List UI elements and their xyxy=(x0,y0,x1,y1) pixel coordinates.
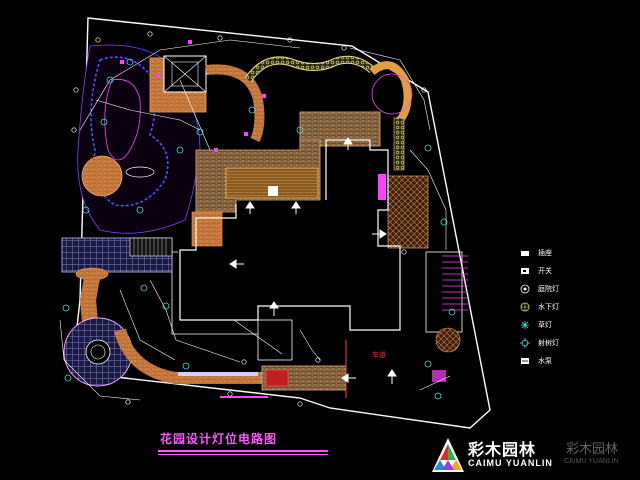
brand-name-en: CAIMU YUANLIN xyxy=(468,458,553,468)
lamp xyxy=(64,374,72,382)
socket-icon xyxy=(518,248,532,258)
lamp xyxy=(296,126,304,134)
legend: 插座 开关 庭院灯 水下灯 草灯 射树灯 水泵 xyxy=(518,246,588,372)
pergola xyxy=(369,61,412,123)
yard-lamp-icon xyxy=(518,284,532,294)
underwater-lamp-icon xyxy=(518,302,532,312)
lamp xyxy=(162,302,170,310)
brand-name-cn: 彩木园林 xyxy=(468,440,537,459)
legend-item-pump: 水泵 xyxy=(518,354,588,368)
entry-red xyxy=(265,369,289,387)
magenta-strip xyxy=(378,174,386,200)
lamp xyxy=(136,206,144,214)
round-plaza xyxy=(81,155,123,197)
magenta-baseline xyxy=(220,396,268,398)
lamp-markers xyxy=(62,58,456,400)
brand-mark-icon xyxy=(432,438,464,472)
legend-item-spotlight: 射树灯 xyxy=(518,336,588,350)
lamp xyxy=(182,362,190,370)
ne-path xyxy=(393,117,405,171)
white-posts xyxy=(71,31,427,407)
ne-circle-plaza xyxy=(371,73,413,115)
lamp xyxy=(448,308,456,316)
title-underline-thin xyxy=(158,454,328,455)
lamp xyxy=(106,76,114,84)
wiring xyxy=(59,39,451,401)
legend-item-lawn-lamp: 草灯 xyxy=(518,318,588,332)
lamp xyxy=(82,206,90,214)
lamp xyxy=(100,118,108,126)
lamp xyxy=(176,146,184,154)
stepping-stones xyxy=(125,166,155,178)
watermark-en: CAIMU YUANLIN xyxy=(564,458,619,465)
pump-icon xyxy=(518,356,532,366)
house-outline xyxy=(179,139,401,331)
stair-steps xyxy=(129,237,173,257)
title-underline xyxy=(158,450,328,452)
lamp xyxy=(248,106,256,114)
legend-item-socket: 插座 xyxy=(518,246,588,260)
driveway-label: 车道 xyxy=(372,351,386,359)
legend-item-switch: 开关 xyxy=(518,264,588,278)
south-curve-path xyxy=(114,328,265,384)
legend-item-yard-lamp: 庭院灯 xyxy=(518,282,588,296)
watermark-cn: 彩木园林 xyxy=(566,442,619,457)
brick-path xyxy=(79,276,100,323)
east-round-plaza xyxy=(435,327,461,353)
lamp xyxy=(424,360,432,368)
lamp xyxy=(196,128,204,136)
east-paving xyxy=(387,175,429,249)
magenta-markers xyxy=(120,40,266,152)
drawing-title: 花园设计灯位电路图 xyxy=(160,432,278,446)
lamp xyxy=(424,144,432,152)
legend-item-underwater-lamp: 水下灯 xyxy=(518,300,588,314)
pond-inner xyxy=(104,79,141,161)
lamp xyxy=(140,284,148,292)
spotlight-icon xyxy=(518,338,532,348)
lamp xyxy=(62,304,70,312)
lamp xyxy=(434,392,442,400)
lamp xyxy=(440,218,448,226)
entry-arrows xyxy=(229,137,397,384)
lawn-lamp-icon xyxy=(518,320,532,330)
switch-icon xyxy=(518,266,532,276)
brand-logo: 彩木园林 CAIMU YUANLIN 彩木园林 CAIMU YUANLIN xyxy=(428,432,640,480)
lamp xyxy=(126,58,134,66)
south-light-strip xyxy=(178,372,258,376)
curved-walk xyxy=(205,64,265,143)
